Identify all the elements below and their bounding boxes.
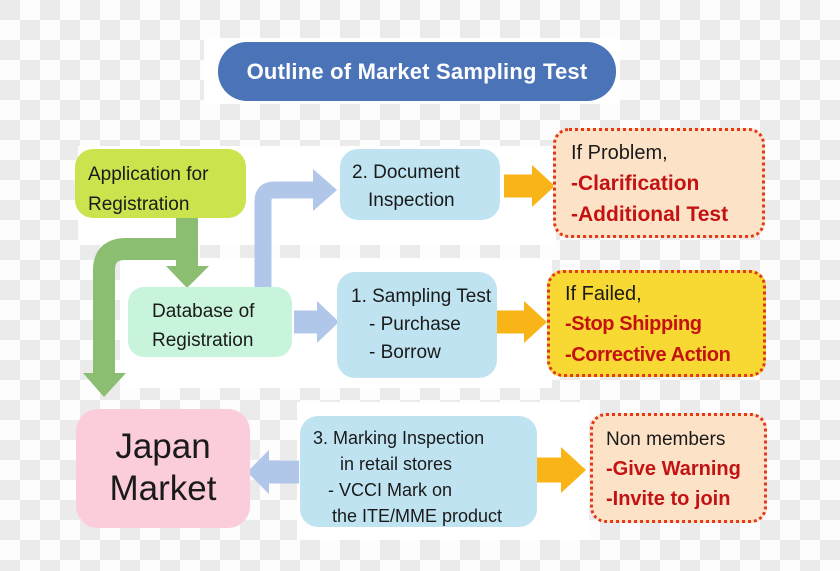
result-heading: If Problem,	[571, 142, 668, 164]
title-banner: Outline of Market Sampling Test	[218, 42, 616, 101]
arrow-marking-to-japan-market	[247, 450, 299, 494]
result-item: -Give Warning	[606, 458, 741, 480]
box-japan-market: Japan Market	[76, 409, 250, 528]
result-item: -Invite to join	[606, 488, 731, 510]
result-item: -Corrective Action	[565, 344, 731, 366]
arrow-marking-to-non-members	[536, 447, 586, 493]
box-database-of-registration: Database of Registration	[128, 287, 292, 357]
box-line: 3. Marking Inspection	[313, 428, 485, 448]
result-item: -Additional Test	[571, 203, 729, 226]
box-line: - Borrow	[369, 342, 441, 363]
box-sampling-test: 1. Sampling Test - Purchase - Borrow	[337, 272, 497, 378]
box-line: 2. Document	[352, 162, 460, 183]
box-application-for-registration: Application for Registration	[75, 149, 246, 218]
result-heading: Non members	[606, 429, 726, 450]
box-line: Registration	[88, 194, 190, 215]
arrow-application-to-japan-market	[83, 238, 193, 397]
box-document-inspection: 2. Document Inspection	[340, 149, 500, 220]
box-line: Market	[109, 469, 217, 508]
box-line: the ITE/MME product	[332, 506, 503, 526]
box-line: Application for	[88, 164, 209, 185]
arrow-database-to-sampling-test	[294, 301, 339, 343]
box-line: in retail stores	[340, 454, 453, 474]
arrow-sampling-to-if-failed	[497, 301, 547, 343]
box-line: Registration	[152, 330, 254, 351]
box-line: - VCCI Mark on	[328, 480, 453, 500]
arrow-database-to-document-inspection	[254, 169, 337, 288]
box-line: 1. Sampling Test	[351, 286, 492, 307]
box-line: Inspection	[368, 190, 455, 211]
box-line: - Purchase	[369, 314, 461, 335]
box-non-members: Non members -Give Warning -Invite to joi…	[590, 413, 767, 523]
box-if-failed: If Failed, -Stop Shipping -Corrective Ac…	[547, 270, 766, 377]
result-heading: If Failed,	[565, 283, 642, 305]
arrow-document-to-if-problem	[504, 165, 555, 207]
box-line: Database of	[152, 301, 255, 322]
result-item: -Clarification	[571, 172, 700, 195]
title-text: Outline of Market Sampling Test	[246, 58, 588, 84]
box-marking-inspection: 3. Marking Inspection in retail stores -…	[300, 416, 537, 527]
box-if-problem: If Problem, -Clarification -Additional T…	[553, 128, 765, 238]
result-item: -Stop Shipping	[565, 313, 702, 335]
box-line: Japan	[115, 427, 211, 466]
